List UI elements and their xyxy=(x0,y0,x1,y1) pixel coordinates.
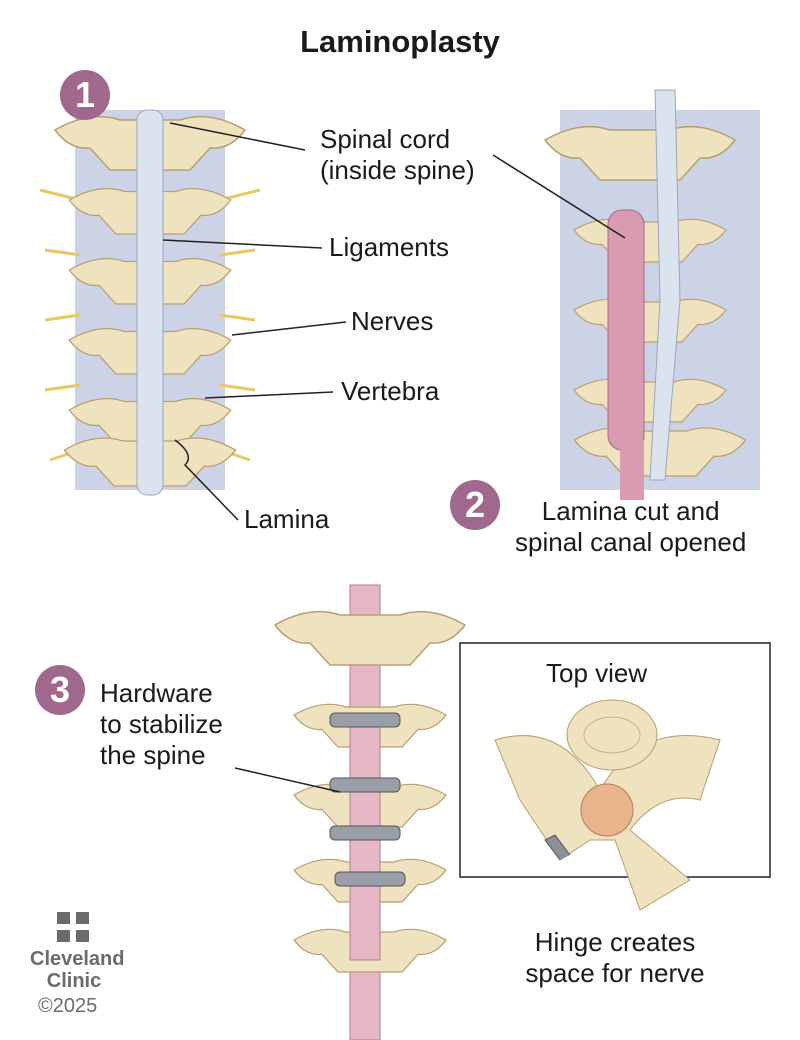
label-spinal-cord: Spinal cord (inside spine) xyxy=(320,124,475,186)
spine-posterior-view xyxy=(39,109,261,496)
inset-caption-line1: Hinge creates xyxy=(534,927,696,957)
step-3-caption-line1: Hardware xyxy=(100,678,213,708)
step-3-caption-line2: to stabilize xyxy=(100,709,223,739)
step-3-badge: 3 xyxy=(35,665,85,715)
step-2-caption-line2: spinal canal opened xyxy=(515,527,747,557)
vertebra-top-view xyxy=(494,699,721,911)
spine-with-hardware xyxy=(274,584,466,1040)
step-2-badge: 2 xyxy=(450,480,500,530)
inset-caption-line2: space for nerve xyxy=(525,958,705,988)
step-3-caption: Hardware to stabilize the spine xyxy=(100,678,223,771)
copyright: ©2025 xyxy=(38,995,98,1017)
label-ligaments: Ligaments xyxy=(329,232,449,262)
inset-caption: Hinge creates space for nerve xyxy=(500,927,730,989)
label-spinal-cord-line1: Spinal cord xyxy=(320,124,451,154)
label-nerves: Nerves xyxy=(351,306,434,336)
step-3-caption-line3: the spine xyxy=(100,740,206,770)
label-vertebra: Vertebra xyxy=(341,376,440,406)
cleveland-clinic-logo-icon xyxy=(57,912,89,942)
spine-opened-view xyxy=(544,89,760,500)
logo-name: Cleveland Clinic xyxy=(30,948,125,992)
step-2-caption: Lamina cut and spinal canal opened xyxy=(515,496,746,558)
top-view-box xyxy=(459,642,771,878)
leader-lines xyxy=(162,122,626,793)
label-lamina: Lamina xyxy=(244,504,330,534)
page-title: Laminoplasty xyxy=(300,24,500,59)
logo-name-line2: Clinic xyxy=(46,970,102,992)
step-1-badge: 1 xyxy=(60,70,110,120)
inset-title: Top view xyxy=(546,658,648,688)
label-spinal-cord-line2: (inside spine) xyxy=(320,155,475,185)
logo-name-line1: Cleveland xyxy=(30,948,125,970)
spinal-cord xyxy=(136,109,164,496)
step-2-caption-line1: Lamina cut and xyxy=(541,496,720,526)
hardware-plates xyxy=(329,712,406,887)
